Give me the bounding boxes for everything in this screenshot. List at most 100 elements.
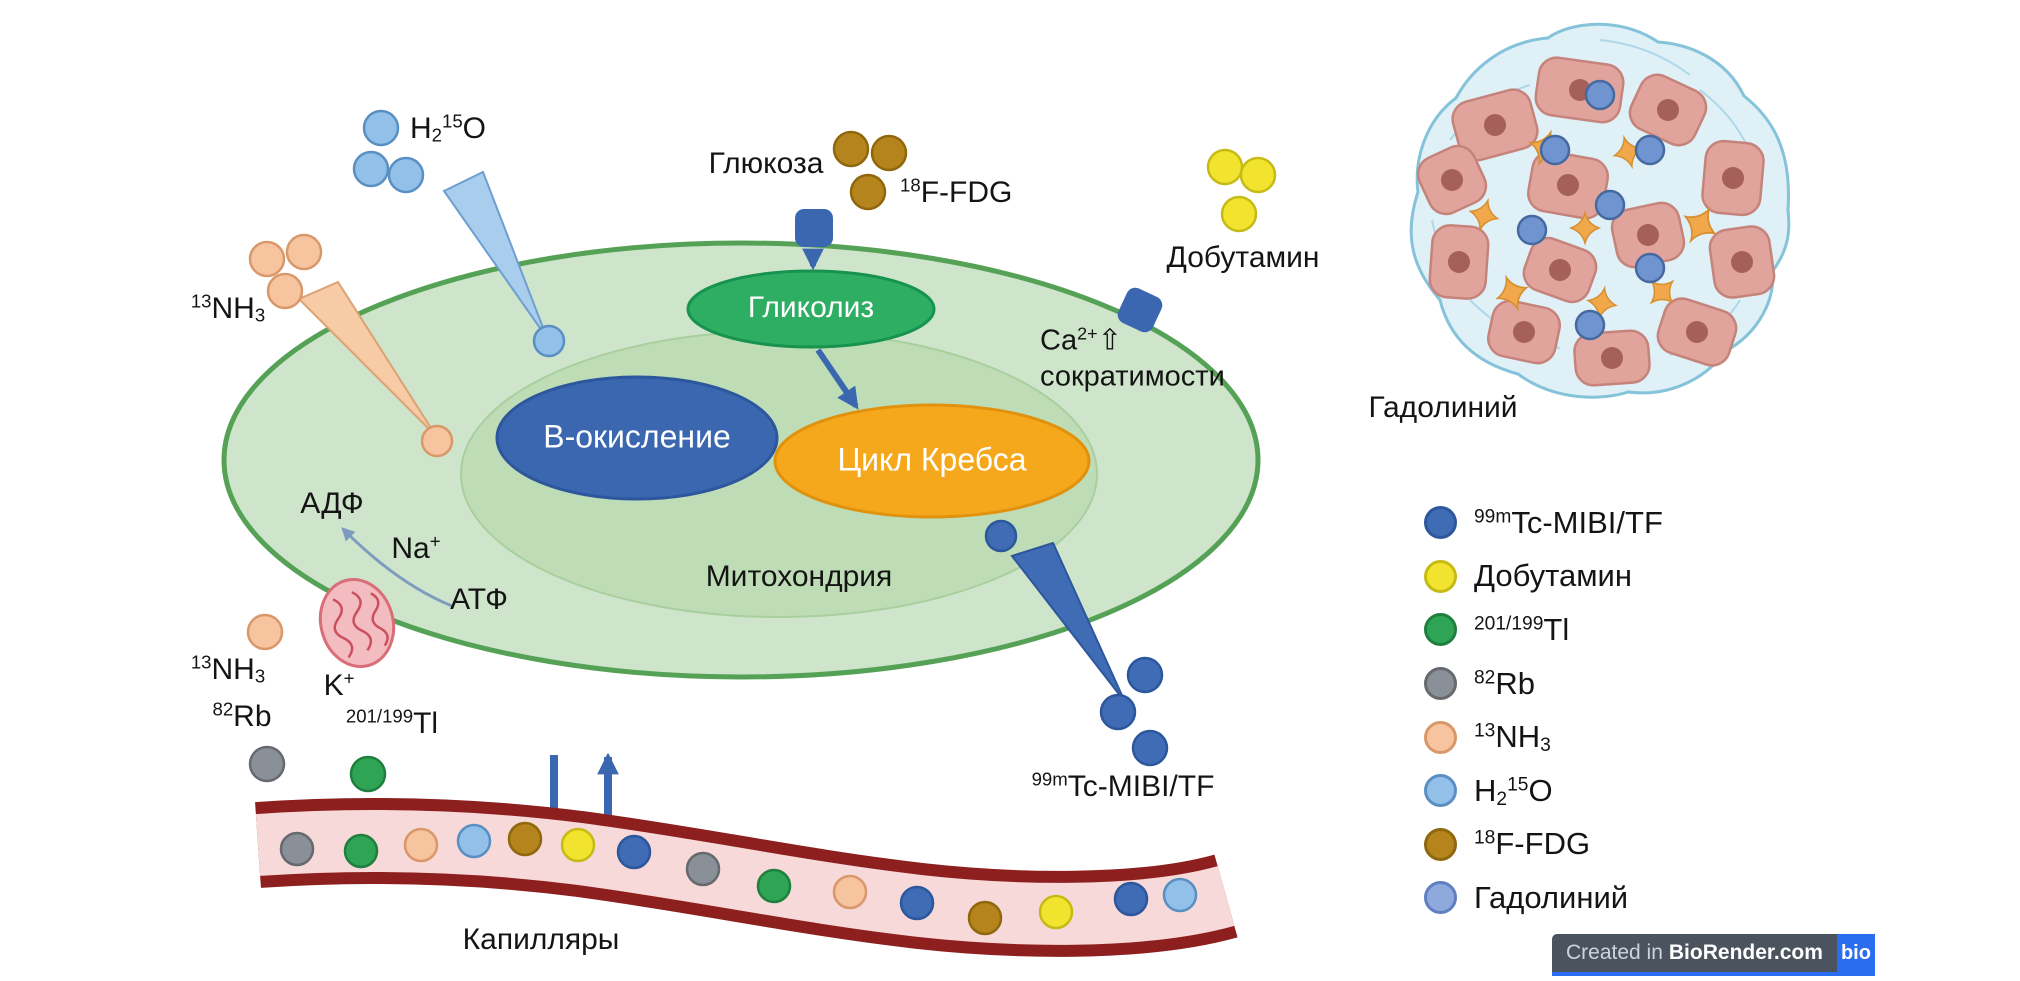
capillary [255,798,1238,957]
legend-label-h2o: H215O [1474,772,1553,810]
legend-item-tl: 201/199Tl [1424,603,1663,657]
pump-coils [332,591,389,659]
fdg-dot [507,821,543,857]
fdg-label: 18F-FDG [900,174,1013,209]
gadolinium-label: Гадолиний [1368,390,1518,424]
nh3-dot [420,424,454,458]
legend-label-rb: 82Rb [1474,665,1536,701]
gadolinium-dot [1574,309,1606,341]
rb-label: 82Rb [212,698,272,733]
legend-item-nh3: 13NH3 [1424,710,1663,764]
nh3-funnel [297,280,437,437]
rb-dot [685,851,721,887]
biorender-badge[interactable]: Created in BioRender.com bio [1552,934,1875,976]
dobutamine-legend-swatch [1424,559,1457,593]
nh3-dot [285,233,323,271]
dobutamine-dot [1239,156,1277,194]
rb-dot [248,745,286,783]
potassium-label: K+ [323,667,355,702]
atp-to-adp-arrow [341,527,453,608]
dobutamine-dot [1206,148,1244,186]
h2o-funnel [442,170,548,339]
contractility-label: сократимости [1040,360,1225,393]
tc-dot [1099,693,1137,731]
h2o-dot [352,150,390,188]
nh3-top-label: 13NH3 [190,290,266,326]
nh3-dot [832,874,868,910]
nh3-legend-swatch [1424,720,1457,754]
fdg-dot [967,900,1003,936]
dobutamine-dot [1220,195,1258,233]
mitochondria-label: Митохондрия [705,559,893,593]
tc-mibi-legend-swatch [1424,506,1457,540]
legend-item-tc-mibi: 99mTc-MIBI/TF [1424,496,1663,550]
nh3-dot [248,240,286,278]
glucose-label: Глюкоза [708,146,824,180]
legend-label-fdg: 18F-FDG [1474,826,1591,862]
badge-brand: BioRender.com [1668,941,1823,964]
gadolinium-dot [1634,134,1666,166]
capillaries-label: Капилляры [462,922,620,956]
h2o-legend-swatch [1424,774,1457,808]
legend-label-gadolinium: Гадолиний [1474,879,1629,915]
tc-dot [984,519,1018,553]
tl-dot [756,868,792,904]
h2o-dot [532,324,566,358]
b-oxidation-label: В-окисление [543,418,731,455]
pump-body [318,577,396,669]
tc-dot [1131,729,1169,767]
gadolinium-tissue [1409,22,1791,399]
biorender-logo-icon: bio [1836,934,1875,972]
fdg-legend-swatch [1424,827,1457,861]
h2o-dot [362,109,400,147]
h2o-dot [456,823,492,859]
h2o-dot [1162,877,1198,913]
glycolysis-label: Гликолиз [747,290,875,324]
gadolinium-dot [1634,252,1666,284]
capillary-tracer-dots [279,821,1198,936]
legend-label-tc-mibi: 99mTc-MIBI/TF [1474,504,1663,540]
tl-dot [343,833,379,869]
fdg-dot [870,134,908,172]
tl-legend-swatch [1424,613,1457,647]
gadolinium-dot [1594,189,1626,221]
atp-label: АТФ [450,582,508,616]
calcium-label: Ca2+⇧ [1040,323,1122,357]
nh3-dot [266,272,304,310]
h2o-dot [387,156,425,194]
tc-dot [1126,656,1164,694]
biorender-badge-text: Created in BioRender.com [1552,934,1837,972]
gadolinium-dot [1539,134,1571,166]
rb-dot [279,831,315,867]
krebs-cycle-shape [773,403,1091,519]
legend-item-h2o: H215O [1424,764,1663,818]
tc-mibi-label: 99mTc-MIBI/TF [1031,768,1215,803]
tl-label: 201/199Tl [345,705,439,740]
nh3-dot [246,613,284,651]
gadolinium-dot [1584,79,1616,111]
tracer-dots [246,109,1277,793]
glucose-transporter-icon [795,209,833,247]
legend-item-fdg: 18F-FDG [1424,818,1663,872]
badge-prefix: Created in [1566,941,1663,964]
calcium-channel-icon [1117,287,1163,333]
sodium-potassium-pump [318,577,396,669]
tissue-nuclei [1441,79,1753,369]
glycolysis-shape [686,269,936,349]
legend-label-tl: 201/199Tl [1474,611,1570,647]
tc-dot [899,885,935,921]
legend-item-rb: 82Rb [1424,657,1663,711]
legend: 99mTc-MIBI/TF Добутамин 201/199Tl 82Rb 13NH3… [1424,496,1663,925]
krebs-cycle-label: Цикл Кребса [837,441,1027,478]
nh3-dot [403,827,439,863]
legend-item-dobutamine: Добутамин [1424,550,1663,604]
tc-dot [1113,881,1149,917]
tc-dot [616,834,652,870]
cardiomyocyte-cell [221,240,1261,680]
adp-label: АДФ [300,486,364,520]
b-oxidation-shape [495,375,779,501]
fdg-dot [849,173,887,211]
dobutamine-label: Добутамин [1166,240,1320,274]
